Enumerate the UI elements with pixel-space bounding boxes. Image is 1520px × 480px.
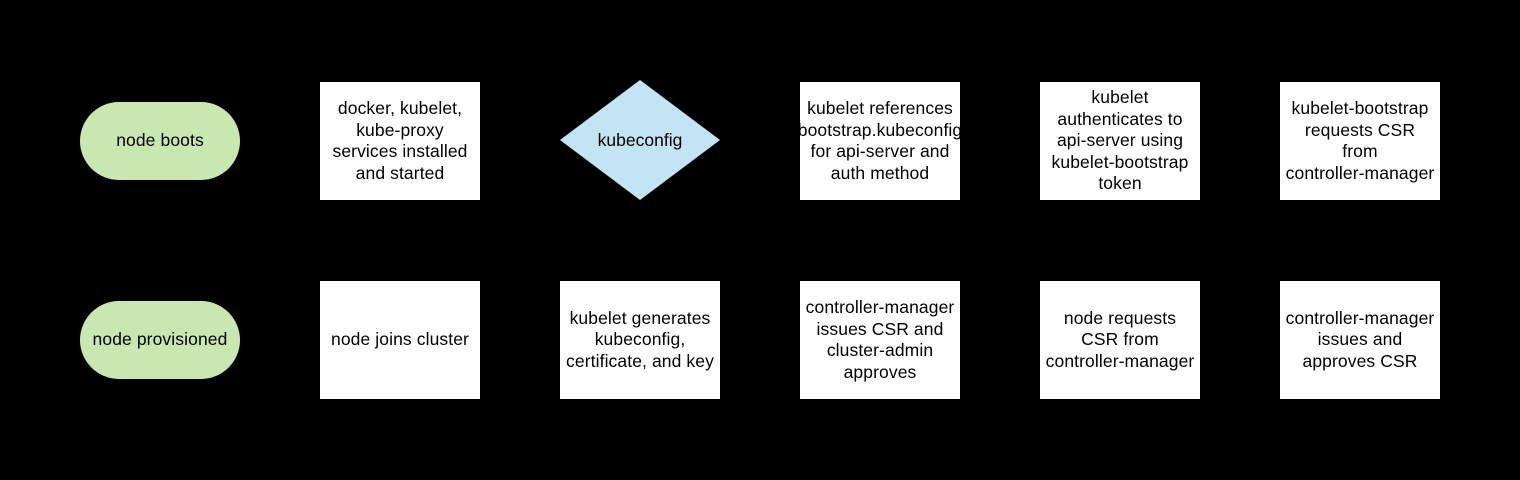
node-label-block: controller-manager issues and approves C… <box>1286 308 1435 373</box>
node-label-block: controller-manager issues CSR and cluste… <box>806 297 955 383</box>
flowchart-node-kubelet-references-bootstrap[interactable]: kubelet references bootstrap.kubeconfig … <box>798 82 962 200</box>
node-label-line: controller-manager <box>1285 307 1435 328</box>
node-label-line: approves <box>843 361 917 382</box>
node-label-line: for api-server and <box>810 141 950 161</box>
node-label: kubeconfig <box>597 129 683 150</box>
node-label-line: bootstrap.kubeconfig <box>797 119 963 140</box>
node-label-line: kube-proxy <box>356 119 444 140</box>
node-label: node boots <box>116 130 204 151</box>
node-label-line: cluster-admin <box>826 340 934 360</box>
flowchart-node-node-boots[interactable]: node boots <box>80 102 240 180</box>
flowchart-node-services-installed[interactable]: docker, kubelet, kube-proxy services ins… <box>320 82 480 200</box>
node-label-line: controller-manager <box>1045 350 1195 371</box>
node-label-line: controller-manager <box>805 297 955 317</box>
node-label-line: issues CSR and <box>816 318 944 339</box>
node-label-block: kubelet authenticates to api-server usin… <box>1052 87 1189 195</box>
node-label-block: node joins cluster <box>331 329 469 351</box>
node-label-line: kubelet references <box>807 98 953 118</box>
node-label-line: api-server using <box>1056 130 1184 151</box>
node-label-line: requests CSR <box>1304 119 1416 140</box>
node-label-line: from <box>1342 141 1378 161</box>
node-label-line: kubeconfig, <box>594 329 686 350</box>
node-label-line: services installed <box>332 141 468 161</box>
node-label-line: token <box>1098 173 1142 194</box>
node-label-line: authenticates to <box>1057 108 1183 129</box>
node-label-block: kubelet references bootstrap.kubeconfig … <box>798 98 962 184</box>
node-label-line: CSR from <box>1081 329 1159 350</box>
node-label-line: docker, kubelet, <box>337 98 463 118</box>
node-label-block: node requests CSR from controller-manage… <box>1046 308 1195 373</box>
node-label-line: approves CSR <box>1302 350 1418 371</box>
flowchart-node-controller-manager-issues-csr[interactable]: controller-manager issues CSR and cluste… <box>800 281 960 399</box>
node-label-line: issues and <box>1317 329 1403 350</box>
node-label-line: kubelet-bootstrap <box>1291 98 1429 118</box>
flowchart-node-kubelet-bootstrap-requests-csr[interactable]: kubelet-bootstrap requests CSR from cont… <box>1280 82 1440 200</box>
node-label-block: docker, kubelet, kube-proxy services ins… <box>332 98 467 184</box>
flowchart-node-node-requests-csr[interactable]: node requests CSR from controller-manage… <box>1040 281 1200 399</box>
node-label-line: kubelet <box>1091 87 1149 108</box>
node-label-line: controller-manager <box>1285 162 1435 183</box>
node-label-line: kubelet generates <box>569 307 711 328</box>
flowchart-node-kubelet-generates[interactable]: kubelet generates kubeconfig, certificat… <box>560 281 720 399</box>
flowchart-node-controller-manager-issues-approves[interactable]: controller-manager issues and approves C… <box>1280 281 1440 399</box>
flowchart-node-kubelet-authenticates[interactable]: kubelet authenticates to api-server usin… <box>1040 82 1200 200</box>
node-label-line: auth method <box>830 162 930 183</box>
flowchart-node-node-joins-cluster[interactable]: node joins cluster <box>320 281 480 399</box>
node-label-line: kubelet-bootstrap <box>1051 151 1189 172</box>
flowchart-node-kubeconfig[interactable]: kubeconfig <box>560 80 720 200</box>
node-label-block: kubelet-bootstrap requests CSR from cont… <box>1286 98 1435 184</box>
flowchart-node-node-provisioned[interactable]: node provisioned <box>80 301 240 379</box>
node-label-line: and started <box>355 162 445 183</box>
node-label: node provisioned <box>92 329 228 350</box>
node-label-line: node joins cluster <box>331 329 469 350</box>
node-label-line: node requests <box>1063 307 1177 328</box>
node-label-line: certificate, and key <box>566 350 714 371</box>
node-label-block: kubelet generates kubeconfig, certificat… <box>566 308 714 373</box>
